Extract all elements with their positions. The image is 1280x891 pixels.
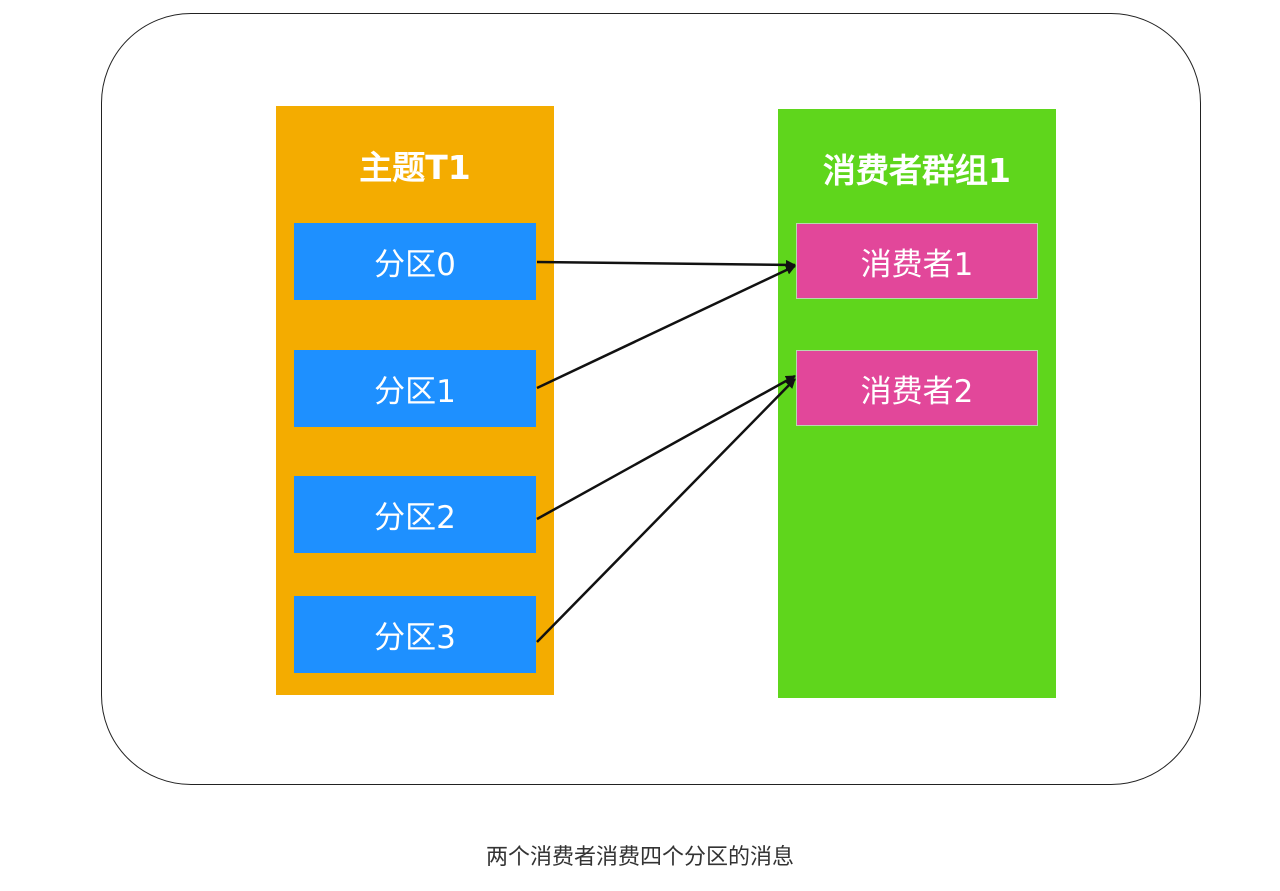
diagram-frame bbox=[101, 13, 1201, 785]
arrow-partition-1-to-consumer-1 bbox=[536, 264, 796, 390]
partition-box-2: 分区2 bbox=[294, 476, 536, 553]
arrow-partition-0-to-consumer-1 bbox=[536, 259, 796, 270]
consumer-group-title: 消费者群组1 bbox=[823, 151, 1011, 190]
arrow-partition-3-to-consumer-2 bbox=[536, 378, 796, 643]
consumer-box-2: 消费者2 bbox=[796, 350, 1038, 426]
partition-box-0: 分区0 bbox=[294, 223, 536, 300]
diagram-caption: 两个消费者消费四个分区的消息 bbox=[485, 845, 794, 870]
topic-title: 主题T1 bbox=[359, 148, 471, 187]
partition-box-3: 分区3 bbox=[294, 596, 536, 673]
arrow-partition-2-to-consumer-2 bbox=[536, 374, 796, 521]
partition-box-1: 分区1 bbox=[294, 350, 536, 427]
consumer-box-1: 消费者1 bbox=[796, 223, 1038, 299]
